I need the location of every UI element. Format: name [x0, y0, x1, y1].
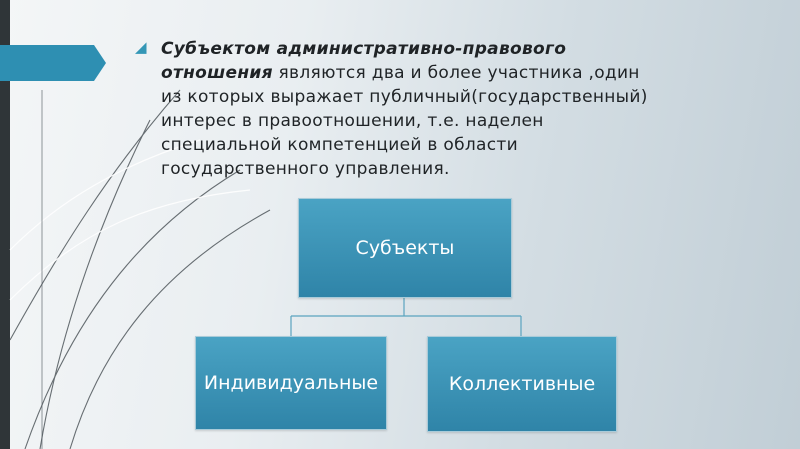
triangle-bullet-icon: ◢: [135, 38, 147, 56]
paragraph-rest: являются два и более участника ,один из …: [161, 63, 648, 179]
diagram-root-label: Субъекты: [355, 237, 455, 259]
diagram-child-label: Коллективные: [448, 373, 596, 395]
accent-arrow-shape: [0, 45, 106, 81]
diagram-child-label: Индивидуальные: [203, 372, 379, 394]
italic-term: Субъектом административно-правового отно…: [161, 39, 567, 83]
bullet-paragraph: ◢ Субъектом административно-правового от…: [135, 37, 655, 181]
diagram-child-box-collective: Коллективные: [427, 336, 617, 432]
diagram-child-box-individual: Индивидуальные: [195, 336, 387, 430]
paragraph-text: Субъектом административно-правового отно…: [161, 37, 655, 181]
left-vertical-bar: [0, 0, 10, 449]
diagram-root-box: Субъекты: [298, 198, 512, 298]
